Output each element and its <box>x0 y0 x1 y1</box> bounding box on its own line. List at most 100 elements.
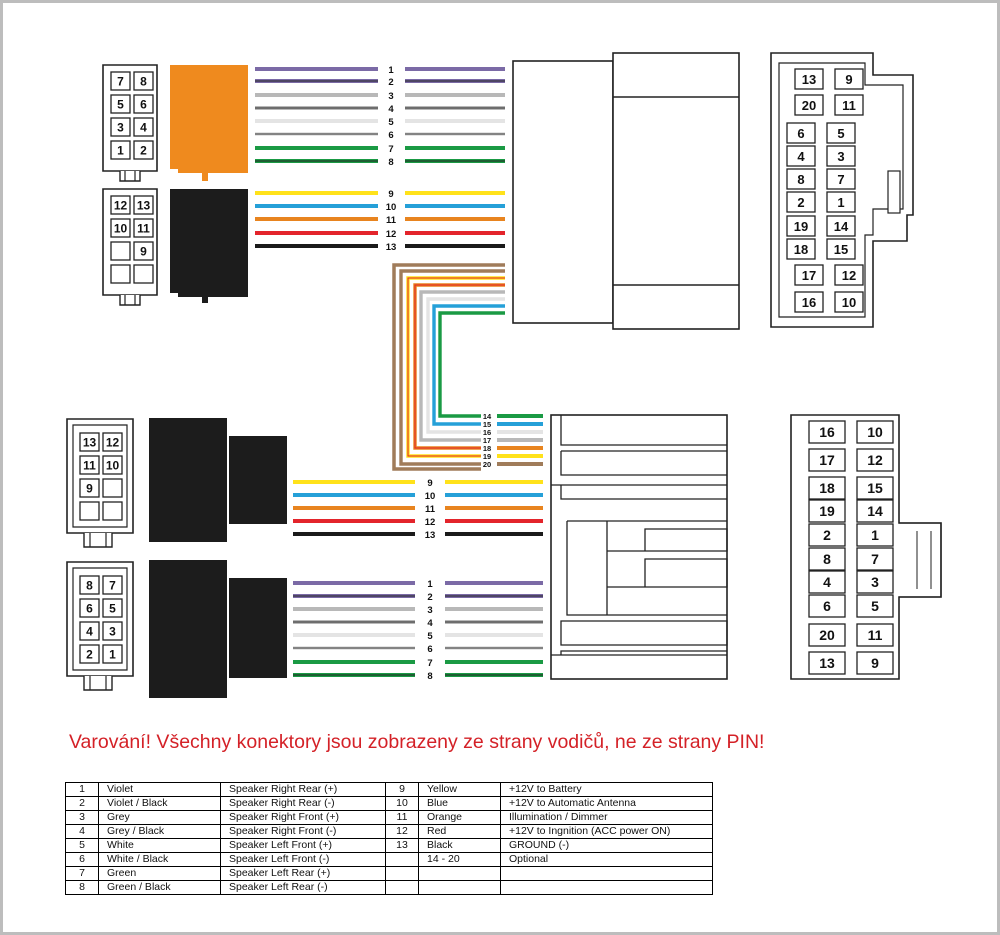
pin-label: 20 <box>819 627 835 643</box>
pin-cell <box>786 122 816 144</box>
pin-cell <box>102 478 123 498</box>
wire-number: 13 <box>425 530 436 541</box>
legend-cell: Green / Black <box>98 880 221 895</box>
pin-label: 7 <box>871 551 879 567</box>
pin-cell <box>110 117 131 137</box>
plug-slot <box>560 415 727 446</box>
legend-cell: White <box>98 838 221 853</box>
legend-cell: Speaker Left Rear (-) <box>220 880 386 895</box>
pin-label: 7 <box>109 579 116 593</box>
pin-cell <box>808 623 846 647</box>
wire-number: 9 <box>427 478 432 489</box>
pin-cell <box>834 94 864 116</box>
pin-label: 10 <box>114 222 128 236</box>
pin-label: 20 <box>802 98 816 113</box>
legend-cell: 4 <box>65 824 99 839</box>
wire-number: 6 <box>427 644 432 655</box>
pin-label: 4 <box>797 149 805 164</box>
wire-number: 6 <box>388 130 393 141</box>
legend-cell: Black <box>418 838 501 853</box>
legend-cell <box>418 880 501 895</box>
pin-cell <box>808 499 846 523</box>
pin-cell <box>794 94 824 116</box>
legend-cell: 8 <box>65 880 99 895</box>
pin-label: 3 <box>837 149 844 164</box>
pin-cell <box>826 238 856 260</box>
legend-cell <box>385 880 419 895</box>
bottom-iso-speaker-connector-body <box>66 561 134 677</box>
wire-number: 8 <box>388 157 393 168</box>
pin-cell <box>110 71 131 91</box>
pin-cell <box>133 71 154 91</box>
wire-number: 12 <box>425 517 436 528</box>
wire-number: 10 <box>425 491 436 502</box>
pin-cell <box>794 264 824 286</box>
legend-cell: Speaker Right Front (-) <box>220 824 386 839</box>
bottom-iso-speaker-connector-latch-lines <box>89 676 107 690</box>
pin-cell <box>834 264 864 286</box>
pin-label: 3 <box>871 574 879 590</box>
wire-number: 7 <box>427 658 432 669</box>
pin-cell <box>79 455 100 475</box>
bottom-iso-speaker-connector-latch <box>83 676 113 691</box>
legend-cell: 10 <box>385 796 419 811</box>
pin-cell <box>79 621 100 641</box>
wire-number: 7 <box>388 144 393 155</box>
pin-cell <box>786 145 816 167</box>
pin-cell <box>826 215 856 237</box>
pin-cell <box>102 598 123 618</box>
iso-power-connector-latch-lines <box>124 295 136 305</box>
pin-cell <box>133 140 154 160</box>
pin-label: 6 <box>86 602 93 616</box>
wire-number: 9 <box>388 189 393 200</box>
pin-label: 11 <box>842 98 856 113</box>
legend-cell: Illumination / Dimmer <box>500 810 713 825</box>
pin-cell <box>826 122 856 144</box>
legend-cell: 2 <box>65 796 99 811</box>
wire-number: 5 <box>388 117 394 128</box>
legend-cell: White / Black <box>98 852 221 867</box>
radio-top-pin-face-inner <box>778 62 904 318</box>
bottom-radio-plug <box>550 414 728 680</box>
pin-label: 13 <box>83 436 97 450</box>
bottom-black-plug-2 <box>149 560 227 698</box>
pin-label: 9 <box>86 482 93 496</box>
pin-label: 1 <box>109 648 116 662</box>
black-plug <box>170 189 248 293</box>
pin-cell <box>79 644 100 664</box>
pin-label: 1 <box>871 527 879 543</box>
legend-cell: +12V to Ingnition (ACC power ON) <box>500 824 713 839</box>
pin-cell <box>79 478 100 498</box>
pin-cell <box>133 195 154 215</box>
pin-label: 17 <box>819 452 835 468</box>
legend-cell <box>418 866 501 881</box>
pin-label: 14 <box>834 219 849 234</box>
plug-slot <box>551 484 727 500</box>
legend-cell: 1 <box>65 782 99 797</box>
legend-cell: Speaker Right Front (+) <box>220 810 386 825</box>
bottom-iso-power-connector-inner <box>72 424 128 528</box>
wire-number: 5 <box>427 631 433 642</box>
pin-label: 11 <box>137 222 150 236</box>
iso-speaker-connector-latch-lines <box>124 171 136 181</box>
radio-plug-housing <box>612 52 740 330</box>
wire-number: 3 <box>427 605 432 616</box>
bottom-black-plug <box>149 418 227 542</box>
pin-cell <box>133 241 154 261</box>
pin-label: 3 <box>117 121 124 135</box>
pin-cell <box>808 547 846 571</box>
bottom-iso-power-connector-latch <box>83 533 113 548</box>
legend-cell: +12V to Automatic Antenna <box>500 796 713 811</box>
pin-label: 10 <box>106 459 120 473</box>
pin-cell <box>808 448 846 472</box>
black-plug-lip <box>178 293 248 303</box>
pin-cell <box>133 117 154 137</box>
legend-cell <box>385 866 419 881</box>
legend-cell: Violet / Black <box>98 796 221 811</box>
pin-label: 19 <box>819 503 835 519</box>
